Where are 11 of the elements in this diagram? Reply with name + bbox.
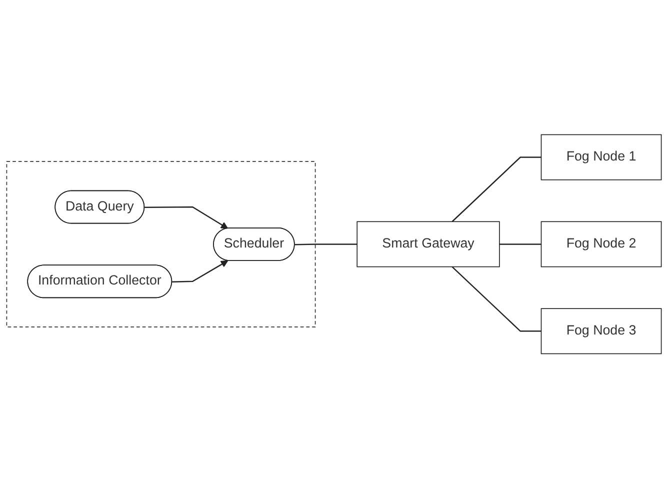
cluster (6, 160, 316, 328)
node-box: Fog Node 2 (540, 221, 662, 267)
node-box: Smart Gateway (356, 221, 500, 267)
connector (499, 243, 542, 245)
node-box: Fog Node 3 (540, 308, 662, 354)
arrow (144, 206, 228, 229)
arrow (172, 260, 228, 282)
connector (294, 243, 358, 246)
connector (452, 266, 542, 332)
connector (452, 156, 542, 222)
node-box: Fog Node 1 (540, 134, 662, 180)
